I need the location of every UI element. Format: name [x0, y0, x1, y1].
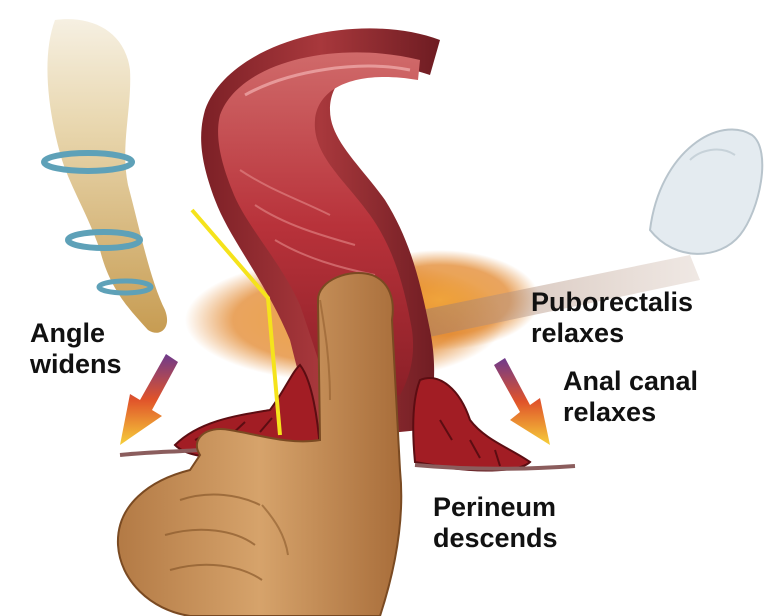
label-line: Angle: [30, 318, 122, 349]
label-line: Puborectalis: [531, 287, 693, 318]
label-line: relaxes: [531, 318, 693, 349]
anal-canal-arrow: [494, 358, 550, 445]
anal-canal-relaxes-label: Anal canal relaxes: [563, 366, 698, 428]
angle-widens-arrow: [120, 354, 178, 445]
perineum-descends-label: Perineum descends: [433, 492, 558, 554]
label-line: descends: [433, 523, 558, 554]
label-line: Anal canal: [563, 366, 698, 397]
angle-widens-label: Angle widens: [30, 318, 122, 380]
label-line: relaxes: [563, 397, 698, 428]
label-line: Perineum: [433, 492, 558, 523]
label-line: widens: [30, 349, 122, 380]
puborectalis-relaxes-label: Puborectalis relaxes: [531, 287, 693, 349]
coccyx-bone: [44, 19, 167, 333]
